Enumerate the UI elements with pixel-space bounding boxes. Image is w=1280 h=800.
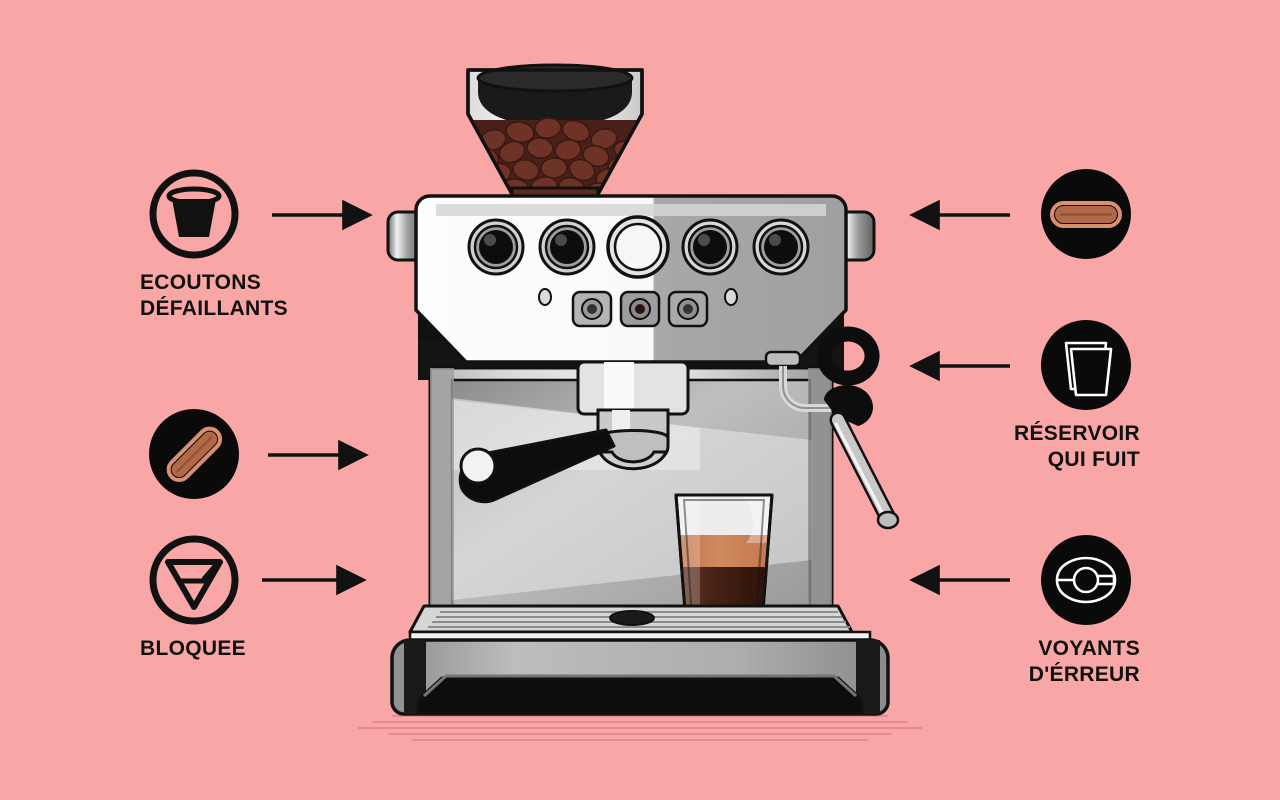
cup-solid-icon (146, 166, 242, 262)
drip-tray-indicator (609, 610, 655, 626)
coffee-bean-horizontal-icon (1038, 166, 1134, 262)
machine-base (390, 638, 890, 716)
coffee-bean-diagonal-icon (146, 406, 242, 502)
panel-screw (724, 288, 738, 306)
callout-capsule-horizontale[interactable] (940, 166, 1140, 270)
callout-reservoir-qui-fuit[interactable]: RÉSERVOIR QUI FUIT (940, 317, 1140, 473)
callout-label: BLOQUEE (140, 637, 246, 660)
panel-button[interactable] (571, 290, 613, 328)
ground-shadow (358, 715, 922, 741)
control-knob[interactable] (467, 218, 525, 276)
indicator-eye-icon (1038, 532, 1134, 628)
control-panel (414, 194, 848, 364)
callout-label: RÉSERVOIR QUI FUIT (1013, 422, 1140, 471)
control-knob[interactable] (681, 218, 739, 276)
control-knob[interactable] (752, 218, 810, 276)
callout-ecoutons-defaillants[interactable]: ECOUTONS DÉFAILLANTS (140, 166, 340, 322)
panel-button[interactable] (619, 290, 661, 328)
callout-voyants-d-erreur[interactable]: VOYANTS D'ÉRREUR (940, 532, 1140, 688)
pressure-gauge[interactable] (606, 215, 670, 279)
funnel-icon (146, 532, 242, 628)
callout-label: VOYANTS D'ÉRREUR (1028, 637, 1140, 686)
steam-wand[interactable] (764, 326, 900, 530)
portafilter[interactable] (458, 428, 670, 504)
bean-hopper (466, 63, 644, 210)
panel-screw (538, 288, 552, 306)
control-knob[interactable] (538, 218, 596, 276)
callout-bloquee[interactable]: BLOQUEE (140, 532, 340, 662)
leaking-tank-icon (1038, 317, 1134, 413)
callout-label: ECOUTONS DÉFAILLANTS (140, 271, 288, 320)
panel-button[interactable] (667, 290, 709, 328)
callout-capsule-bloquee[interactable] (140, 406, 340, 510)
